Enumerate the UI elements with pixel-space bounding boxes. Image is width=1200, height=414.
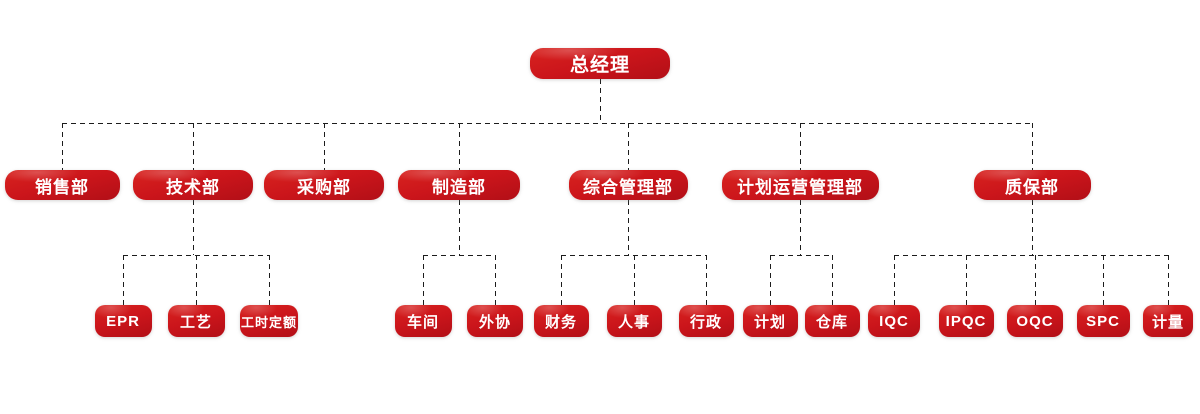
connector-line [269,255,270,305]
org-node-epr: EPR [94,305,152,337]
org-node-zzb: 制造部 [398,170,520,200]
org-node-zhglb: 综合管理部 [568,170,688,200]
connector-line [706,255,707,305]
connector-line [123,255,124,305]
connector-line [800,200,801,255]
org-node-zjl: 总经理 [530,48,670,79]
org-node-gy: 工艺 [167,305,225,337]
connector-line [1035,255,1036,305]
connector-line [1103,255,1104,305]
connector-line [1032,200,1033,255]
org-node-jl: 计量 [1143,305,1193,337]
connector-line [628,200,629,255]
org-node-cj: 车间 [394,305,452,337]
connector-line [634,255,635,305]
org-node-wx: 外协 [467,305,523,337]
connector-line [770,255,833,256]
org-node-ck: 仓库 [804,305,860,337]
org-node-oqc: OQC [1007,305,1063,337]
org-node-xsb: 销售部 [4,170,120,200]
org-node-cw: 财务 [533,305,589,337]
connector-line [600,79,601,123]
connector-line [193,200,194,255]
org-node-xz: 行政 [678,305,734,337]
org-node-cgb: 采购部 [264,170,384,200]
connector-line [459,123,460,170]
connector-line [1032,123,1033,170]
connector-line [966,255,967,305]
connector-line [832,255,833,305]
connector-line [495,255,496,305]
connector-line [1168,255,1169,305]
connector-line [561,255,562,305]
connector-line [423,255,424,305]
connector-line [459,200,460,255]
connector-line [894,255,895,305]
connector-line [62,123,63,170]
connector-line [423,255,496,256]
org-node-jsb: 技术部 [133,170,253,200]
org-node-gsde: 工时定额 [240,305,298,337]
connector-line [62,123,1033,124]
org-node-iqc: IQC [868,305,920,337]
connector-line [894,255,1169,256]
connector-line [628,123,629,170]
org-node-rs: 人事 [606,305,662,337]
org-node-spc: SPC [1076,305,1130,337]
connector-line [770,255,771,305]
org-node-ipqc: IPQC [938,305,994,337]
org-node-zbb: 质保部 [973,170,1091,200]
connector-line [193,123,194,170]
org-node-jh: 计划 [742,305,798,337]
connector-line [324,123,325,170]
connector-line [196,255,197,305]
connector-line [800,123,801,170]
org-node-jhyyglb: 计划运营管理部 [721,170,879,200]
